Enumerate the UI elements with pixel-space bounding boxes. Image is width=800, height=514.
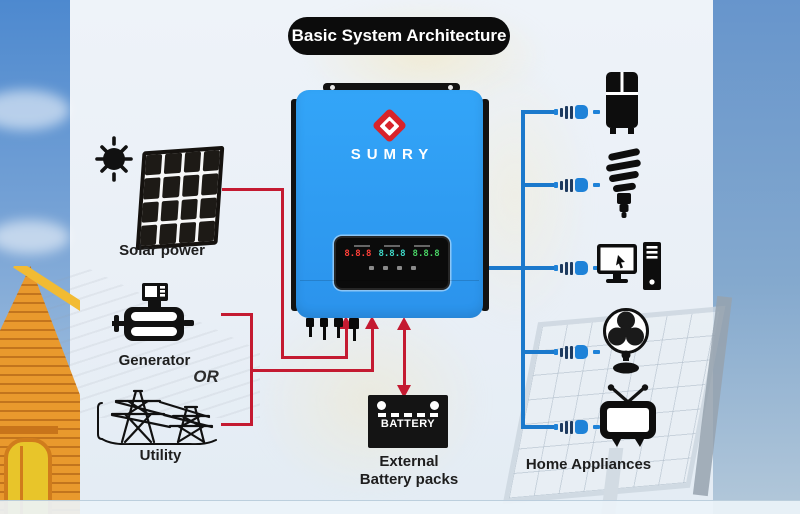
inverter-side-rail [291,99,299,311]
battery-label-line2: Battery packs [359,471,459,488]
desktop-computer-icon [597,242,661,290]
generator-icon [112,283,194,341]
branch-computer [521,266,558,270]
sun-icon [95,136,133,182]
plug-icon [554,419,600,435]
branch-refrigerator [521,110,558,114]
solar-power-label: Solar power [119,242,205,259]
home-appliances-label: Home Appliances [525,456,652,473]
house-door-line [20,446,23,514]
cfl-bulb-icon [606,148,641,218]
ac-input-line-h [250,369,374,372]
ground-band [0,500,800,514]
generator-label: Generator [118,352,191,369]
battery-terminals [368,395,448,410]
plug-icon [554,104,600,120]
solar-dc-line-h2 [281,356,347,359]
led-readout: 8.8.8 8.8.8 8.8.8 [336,249,448,259]
led-segment: 8.8.8 [378,249,406,259]
led-segment: 8.8.8 [344,249,372,259]
led-segment: 8.8.8 [412,249,440,259]
page-title: Basic System Architecture [288,17,510,55]
battery-icon: BATTERY [368,395,448,448]
plug-icon [554,344,600,360]
cloud [0,90,70,130]
ac-input-arrow-line [371,327,374,372]
battery-line [403,329,406,386]
battery-arrowhead-up-icon [397,317,411,330]
brand-name: SUMRY [350,146,435,163]
branch-fan [521,350,558,354]
sumry-logo-icon [371,107,407,144]
refrigerator-icon [606,72,638,134]
television-icon [600,384,656,447]
inverter-cable-connectors [306,318,359,341]
plug-icon [554,177,600,193]
electric-fan-icon [603,308,649,374]
solar-panel-icon [135,145,225,251]
or-label: OR [193,367,219,386]
generator-dc-stub [221,313,251,316]
house-photo [0,266,80,514]
inverter-side-rail [481,99,489,311]
ac-output-line [483,266,525,270]
house-trim-band [0,426,58,434]
plug-icon [554,260,600,276]
utility-label: Utility [139,447,182,464]
inverter-display: 8.8.8 8.8.8 8.8.8 [334,236,450,290]
utility-dc-stub [221,423,251,426]
battery-badge: BATTERY [380,418,436,430]
branch-bulb [521,183,558,187]
solar-dc-line-h1 [222,188,282,191]
utility-towers-icon [97,389,217,445]
branch-tv [521,425,558,429]
inverter: SUMRY 8.8.8 8.8.8 8.8.8 [296,90,483,318]
cloud [0,220,70,254]
display-labels [336,245,448,247]
inverter-seam [300,280,479,281]
battery-dash-line [378,413,438,417]
battery-label-line1: External [379,453,439,470]
solar-dc-line-v [281,188,284,359]
display-buttons[interactable] [336,266,448,270]
sky-strip-right [713,0,800,514]
